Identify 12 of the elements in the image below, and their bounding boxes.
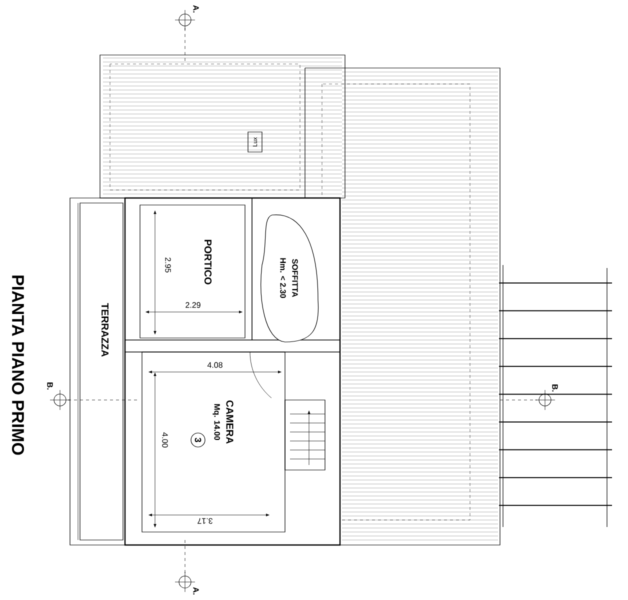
terrace: TERRAZZA (80, 202, 124, 540)
dimension-label: 2.29 (186, 302, 200, 308)
dimension-label: 3.17 (198, 518, 212, 524)
section-label: A. (193, 587, 199, 594)
section-label: A. (193, 5, 199, 12)
title: PIANTA PIANO PRIMO (12, 276, 24, 455)
dimension-label: 2.95 (165, 258, 171, 272)
dimension-label: 4.08 (207, 362, 222, 368)
section-label: B. (47, 382, 53, 390)
attic-area: SOFFITTA Hm. < 2.30 (260, 214, 319, 342)
dimension-label: 4.00 (162, 432, 168, 448)
section-label: B. (552, 384, 558, 392)
